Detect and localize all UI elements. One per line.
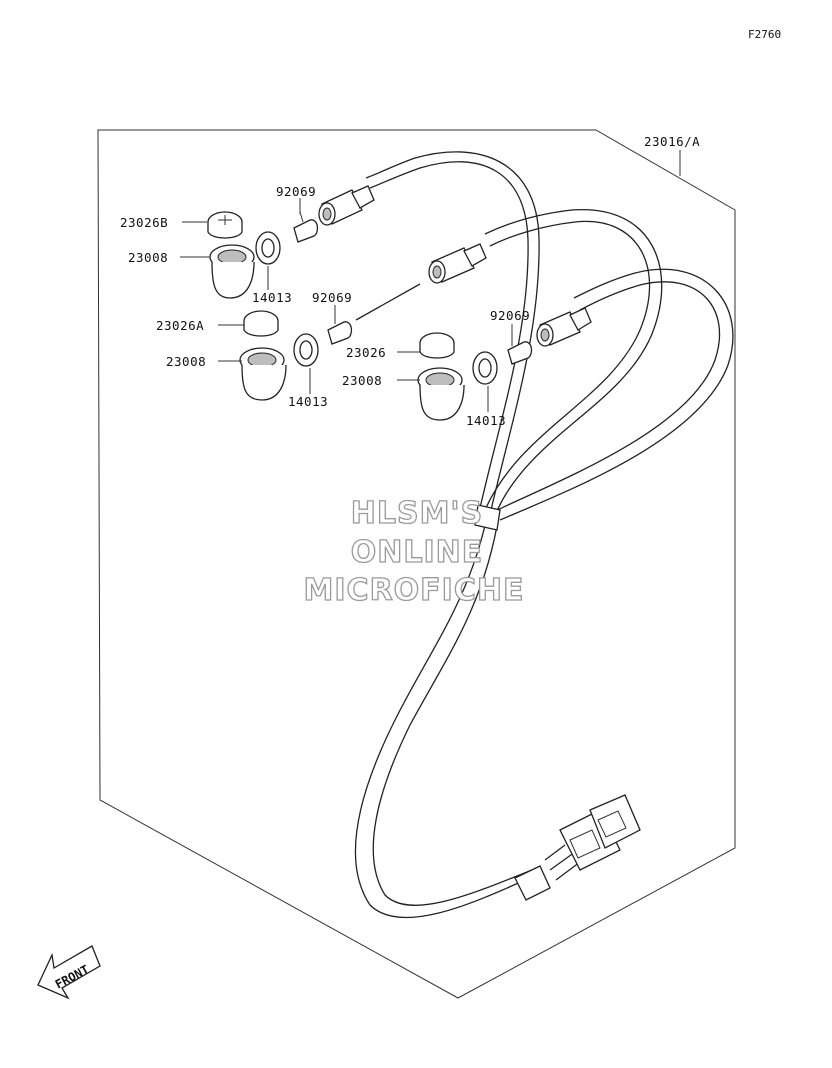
connector-middle xyxy=(428,243,487,284)
callout-grommet-3: 14013 xyxy=(466,413,506,428)
callout-bulb-1: 92069 xyxy=(276,184,316,199)
leader-lines xyxy=(180,150,681,412)
callout-socket-3: 23008 xyxy=(342,373,382,388)
grommet-14013-b xyxy=(293,333,319,367)
front-arrow-icon: FRONT xyxy=(37,945,101,1000)
cap-23026 xyxy=(419,332,455,359)
callout-socket-2: 23008 xyxy=(166,354,206,369)
wire-harness xyxy=(354,151,734,919)
callout-grommet-1: 14013 xyxy=(252,290,292,305)
bulb-92069-a xyxy=(293,211,319,243)
watermark-line-2: ONLINE xyxy=(351,535,484,570)
socket-23008-b xyxy=(239,347,287,401)
figure-code: F2760 xyxy=(748,28,781,41)
cap-23026A xyxy=(243,310,279,337)
callout-cap-plain: 23026 xyxy=(346,345,386,360)
callout-bulb-2: 92069 xyxy=(312,290,352,305)
grommet-14013-a xyxy=(255,231,281,265)
socket-23008-a xyxy=(209,244,255,299)
socket-23008-c xyxy=(417,367,465,421)
watermark-line-1: HLSM'S xyxy=(351,496,483,531)
callout-grommet-2: 14013 xyxy=(288,394,328,409)
watermark-line-3: MICROFICHE xyxy=(304,573,525,608)
callout-harness: 23016/A xyxy=(644,134,700,149)
bulb-92069-c xyxy=(507,341,533,365)
bulb-92069-b xyxy=(327,283,421,345)
callout-cap-b: 23026B xyxy=(120,215,168,230)
callout-cap-a: 23026A xyxy=(156,318,204,333)
connector-right xyxy=(536,307,592,347)
assembly-outline xyxy=(97,129,736,999)
connector-upper-left xyxy=(318,185,375,226)
cap-23026B xyxy=(207,211,243,239)
harness-coupler xyxy=(544,794,641,881)
callout-socket-1: 23008 xyxy=(128,250,168,265)
grommet-14013-c xyxy=(472,351,498,385)
callout-bulb-3: 92069 xyxy=(490,308,530,323)
